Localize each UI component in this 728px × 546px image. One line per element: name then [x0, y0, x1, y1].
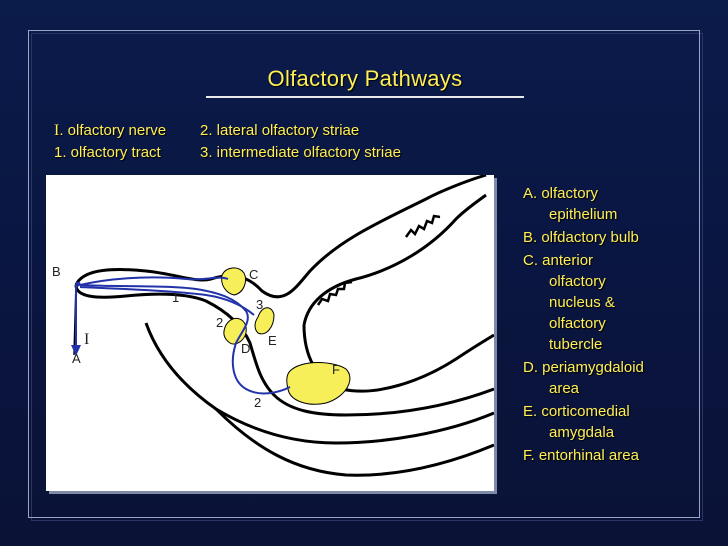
region-key-label: D. periamygdaloid [523, 359, 644, 376]
olfactory-diagram: B A I C D E F 1 2 2 3 [52, 173, 495, 477]
label-f: F [332, 362, 340, 377]
region-key-continuation: olfactory [549, 315, 606, 332]
region-key-item: B. olfdactory bulb [523, 227, 693, 248]
legend-roman-i: I [54, 122, 60, 139]
legend-row-1: I. olfactory nerve [54, 122, 166, 140]
bulb-dot [75, 281, 81, 287]
label-b: B [52, 264, 61, 279]
label-c: C [249, 267, 258, 282]
label-1: 1 [172, 290, 179, 305]
label-a: A [72, 351, 81, 366]
region-c [221, 267, 247, 296]
label-e: E [268, 333, 277, 348]
region-key-continuation: nucleus & [549, 294, 615, 311]
region-key-continuation: amygdala [549, 424, 615, 441]
region-key-label: E. corticomedial [523, 403, 630, 420]
region-key-label: B. olfdactory bulb [523, 229, 639, 246]
region-key-label: F. entorhinal area [523, 447, 639, 464]
region-key-label: C. anterior [523, 252, 594, 269]
brain-outline-top [74, 173, 487, 299]
cortex-ridge [316, 280, 353, 306]
brainstem-outline [214, 407, 495, 477]
lateral-striae-path [79, 284, 291, 395]
title-underline [206, 96, 524, 98]
slide-frame [28, 30, 700, 518]
inner-curve-upper [302, 193, 487, 326]
medial-path [79, 276, 229, 286]
region-key-continuation: olfactory [549, 273, 606, 290]
region-key-item: F. entorhinal area [523, 445, 693, 466]
cortex-ridge-2 [404, 214, 441, 238]
region-f [286, 362, 351, 405]
diagram-panel: B A I C D E F 1 2 2 3 [46, 173, 495, 491]
nerve-arrowhead [71, 345, 81, 356]
label-3: 3 [256, 297, 263, 312]
region-key-continuation: tubercle [549, 336, 603, 353]
brain-outline-base [74, 284, 495, 417]
region-key-continuation: area [549, 380, 580, 397]
region-key-item: A. olfactory epithelium [523, 183, 693, 225]
slide-title: Olfactory Pathways [267, 66, 463, 91]
region-key-item: C. anterior olfactory nucleus & olfactory tu… [523, 250, 693, 355]
label-2-lower: 2 [254, 395, 261, 410]
region-key-item: D. periamygdaloid area [523, 357, 693, 399]
label-d: D [241, 341, 250, 356]
region-e [254, 307, 275, 335]
region-key-item: E. corticomedial amygdala [523, 401, 693, 443]
temporal-lobe-outline [144, 322, 495, 445]
label-roman-i: I [84, 331, 89, 348]
frame-shadow [31, 33, 703, 521]
legend-olfactory-nerve: . olfactory nerve [59, 122, 167, 139]
label-2-upper: 2 [216, 315, 223, 330]
region-key-continuation: epithelium [549, 206, 618, 223]
legend-intermediate-striae: 3. intermediate olfactory striae [200, 144, 401, 161]
region-key-list: A. olfactory epithelium B. olfdactory bulb… [523, 183, 693, 468]
intermediate-striae-path [79, 286, 255, 316]
region-d [223, 318, 247, 345]
region-key-label: A. olfactory [523, 185, 599, 202]
legend-lateral-striae: 2. lateral olfactory striae [200, 122, 360, 139]
legend-olfactory-tract: 1. olfactory tract [54, 144, 161, 161]
